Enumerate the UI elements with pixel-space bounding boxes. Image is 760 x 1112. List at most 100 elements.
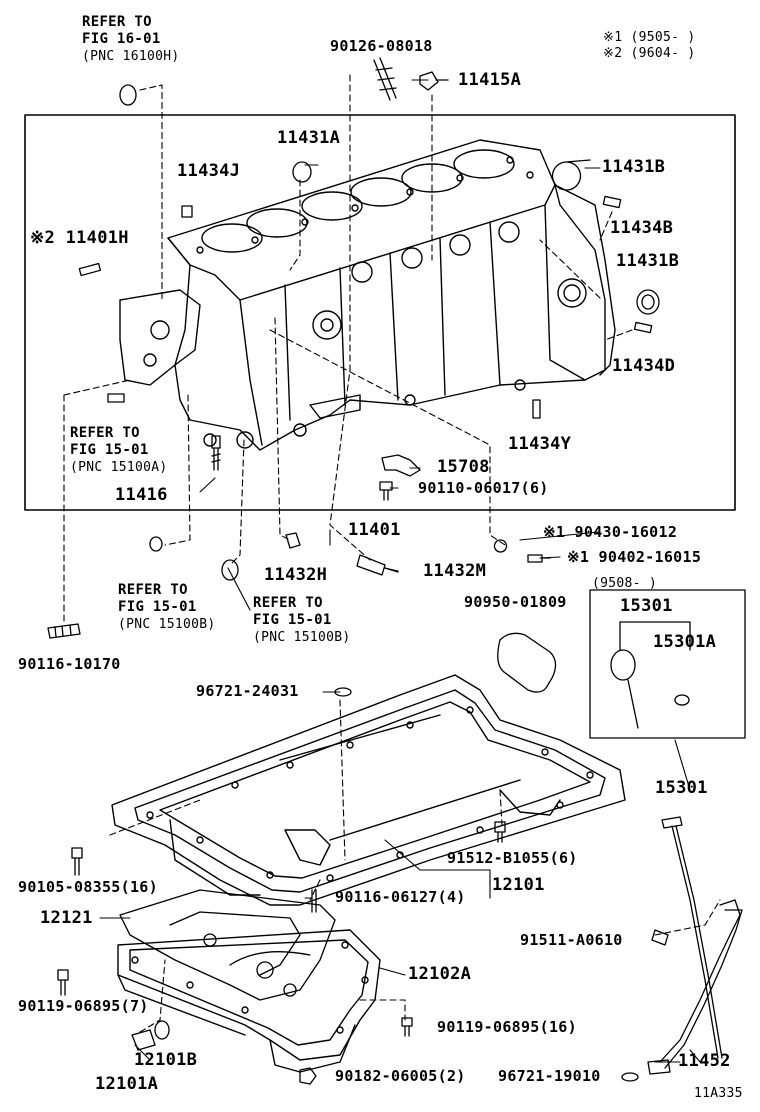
gasket-12101B bbox=[154, 1020, 170, 1040]
part-90430-16012: ※1 90430-16012 bbox=[543, 523, 678, 541]
part-11434B: 11434B bbox=[610, 218, 674, 238]
o-ring-96721-19010 bbox=[621, 1072, 639, 1082]
pin-11434B bbox=[602, 195, 622, 209]
part-90402-16015: ※1 90402-16015 bbox=[567, 548, 702, 566]
part-9508: (9508- ) bbox=[592, 576, 658, 591]
part-90126-08018: 90126-08018 bbox=[330, 37, 433, 55]
ref-line: REFER TO bbox=[82, 14, 152, 30]
bracket-15708 bbox=[381, 454, 421, 477]
ref-line: (PNC 15100B) bbox=[253, 630, 351, 645]
part-11432H: 11432H bbox=[264, 565, 328, 585]
ref-line: FIG 16-01 bbox=[82, 31, 161, 47]
ref-line: REFER TO bbox=[253, 595, 323, 611]
seal-11431A bbox=[292, 161, 312, 183]
part-11434D: 11434D bbox=[612, 356, 676, 376]
ref-15100B-2: REFER TO FIG 15-01 (PNC 15100B) bbox=[253, 595, 351, 646]
stud-90116-06127 bbox=[311, 889, 317, 913]
solid-leaders bbox=[99, 79, 701, 1063]
plug-11432H bbox=[285, 532, 301, 549]
dipstick-guide-box bbox=[589, 589, 746, 739]
guide-ring bbox=[610, 649, 636, 681]
part-91511-A0610: 91511-A0610 bbox=[520, 931, 623, 949]
part-11401: 11401 bbox=[348, 520, 401, 540]
part-12101: 12101 bbox=[492, 875, 545, 895]
part-96721-24031: 96721-24031 bbox=[196, 682, 299, 700]
note-2: ※2 (9604- ) bbox=[603, 46, 696, 61]
note-1: ※1 (9505- ) bbox=[603, 30, 696, 45]
baffle-plate-12121 bbox=[119, 889, 336, 1001]
o-ring-15100B-2 bbox=[221, 559, 239, 581]
sensor-11432M bbox=[356, 554, 399, 576]
part-12121: 12121 bbox=[40, 908, 93, 928]
o-ring-96721-24031 bbox=[334, 687, 352, 697]
part-90105-08355: 90105-08355(16) bbox=[18, 878, 158, 896]
packing-90950 bbox=[497, 632, 557, 693]
plug-11431B-top bbox=[551, 159, 591, 191]
ref-line: FIG 15-01 bbox=[253, 612, 332, 628]
nut-90182 bbox=[299, 1067, 317, 1085]
stud-90126 bbox=[373, 57, 397, 101]
seal-11431B-side bbox=[636, 289, 660, 315]
oil-pan-12102A bbox=[117, 929, 381, 1073]
part-90116-10170: 90116-10170 bbox=[18, 655, 121, 673]
part-11431A: 11431A bbox=[277, 128, 341, 148]
part-11432M: 11432M bbox=[423, 561, 487, 581]
bolt-91512 bbox=[494, 821, 506, 843]
figure-id: 11A335 bbox=[694, 1086, 743, 1101]
part-90182-06005: 90182-06005(2) bbox=[335, 1067, 466, 1085]
part-15708: 15708 bbox=[437, 457, 490, 477]
ref-line: (PNC 15100A) bbox=[70, 460, 168, 475]
bolt-91511 bbox=[651, 929, 669, 946]
part-11401H: ※2 11401H bbox=[30, 228, 129, 248]
ref-15100B-1: REFER TO FIG 15-01 (PNC 15100B) bbox=[118, 582, 216, 633]
bolt-90119-16 bbox=[401, 1017, 413, 1037]
part-11434Y: 11434Y bbox=[508, 434, 572, 454]
ref-line: REFER TO bbox=[118, 582, 188, 598]
ref-16100H: REFER TO FIG 16-01 (PNC 16100H) bbox=[82, 14, 180, 65]
pin-11434J bbox=[181, 205, 193, 218]
part-15301: 15301 bbox=[655, 778, 708, 798]
pin-11401H bbox=[78, 262, 102, 277]
part-91512-B1055: 91512-B1055(6) bbox=[447, 849, 578, 867]
block-small-parts bbox=[78, 159, 660, 501]
part-15301-box: 15301 bbox=[620, 596, 673, 616]
pin-ref-15100A bbox=[107, 393, 125, 403]
cylinder-block-frame bbox=[24, 114, 736, 511]
o-ring-15100B-1 bbox=[149, 536, 163, 552]
pin-11434Y bbox=[532, 399, 541, 419]
pin-11434D bbox=[633, 321, 653, 334]
part-96721-19010: 96721-19010 bbox=[498, 1067, 601, 1085]
stud-90116-10170 bbox=[47, 623, 81, 639]
part-12101A: 12101A bbox=[95, 1074, 159, 1094]
ref-line: (PNC 16100H) bbox=[82, 49, 180, 64]
part-11431B-top: 11431B bbox=[602, 157, 666, 177]
part-90950-01809: 90950-01809 bbox=[464, 593, 567, 611]
part-12101B: 12101B bbox=[134, 1050, 198, 1070]
part-11415A: 11415A bbox=[458, 70, 522, 90]
part-90110-06017: 90110-06017(6) bbox=[418, 479, 549, 497]
bolt-11416 bbox=[211, 435, 221, 471]
part-12102A: 12102A bbox=[408, 964, 472, 984]
o-ring-16100H bbox=[119, 84, 137, 106]
part-11434J: 11434J bbox=[177, 161, 241, 181]
ref-line: REFER TO bbox=[70, 425, 140, 441]
part-15301A: 15301A bbox=[653, 632, 717, 652]
ref-line: (PNC 15100B) bbox=[118, 617, 216, 632]
o-ring-15301A bbox=[674, 694, 690, 706]
drain-plug-12101A bbox=[131, 1029, 156, 1051]
part-90119-06895-7: 90119-06895(7) bbox=[18, 997, 149, 1015]
bolt-90105 bbox=[71, 847, 83, 876]
ref-line: FIG 15-01 bbox=[118, 599, 197, 615]
dipstick-assembly bbox=[647, 816, 743, 1075]
part-90116-06127: 90116-06127(4) bbox=[335, 888, 466, 906]
bolt-90110 bbox=[379, 481, 393, 501]
bolt-90119-7 bbox=[57, 969, 69, 996]
bolt-90430 bbox=[493, 539, 508, 553]
oil-pan-12101 bbox=[111, 674, 626, 906]
ref-line: FIG 15-01 bbox=[70, 442, 149, 458]
cylinder-block bbox=[119, 139, 616, 451]
part-11416: 11416 bbox=[115, 485, 168, 505]
part-11431B-side: 11431B bbox=[616, 251, 680, 271]
